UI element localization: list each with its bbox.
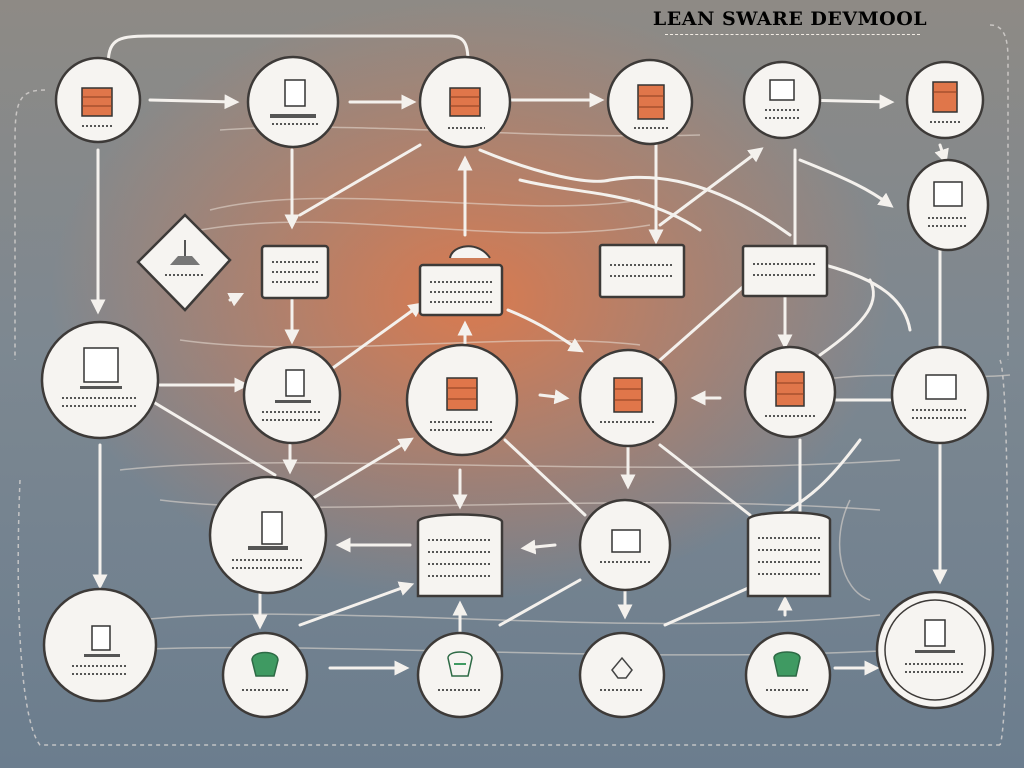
monitor-icon [248,511,288,550]
server-icon [637,84,665,120]
plant-icon [773,651,801,677]
node-decision-diamond [136,213,232,312]
document-icon [610,264,674,277]
plant-icon [251,651,279,677]
server-icon [446,377,478,411]
node-plant-1 [221,631,309,719]
dashed-frames [14,24,1009,746]
node-server-7 [743,345,837,439]
monitor-icon [611,529,641,553]
plant-icon [611,656,633,679]
monitor-icon [80,347,122,389]
node-plant-2 [416,631,504,719]
monitor-icon [769,79,795,101]
node-monitor-10 [875,590,995,710]
node-monitor-3 [906,158,990,252]
monitor-icon [925,374,957,400]
server-icon [775,371,805,407]
page-title: LEAN SWARE DEVMOOL [652,8,928,30]
node-monitor-2 [742,60,822,140]
node-document-2 [418,245,504,317]
node-monitor-9 [42,587,158,703]
server-icon [613,377,643,413]
diamond-icon [170,240,200,265]
monitor-icon [84,625,120,657]
node-server-6 [578,348,678,448]
node-document-1 [260,244,330,300]
monitor-icon [270,79,316,118]
node-monitor-6 [890,345,990,445]
node-database-1 [416,513,504,598]
node-database-2 [746,511,832,598]
node-plant-4 [744,631,832,719]
node-document-3 [598,243,686,299]
plant-icon [447,651,473,677]
monitor-icon [933,181,963,207]
server-icon [81,87,113,117]
monitor-icon [915,619,955,653]
node-server-3 [606,58,694,146]
node-server-4 [905,60,985,140]
node-server-1 [54,56,142,144]
monitor-icon [275,369,311,403]
connectors [90,34,949,676]
node-monitor-8 [578,498,672,592]
server-icon [449,87,481,117]
server-icon [932,81,958,113]
database-icon [428,539,492,577]
node-plant-3 [578,631,666,719]
node-monitor-7 [208,475,328,595]
node-monitor-5 [242,345,342,445]
title-underline [665,34,920,35]
node-monitor-4 [40,320,160,440]
node-document-4 [741,244,829,298]
node-server-2 [418,55,512,149]
node-monitor-1 [246,55,340,149]
document-icon [753,263,817,276]
node-server-5 [405,343,519,457]
